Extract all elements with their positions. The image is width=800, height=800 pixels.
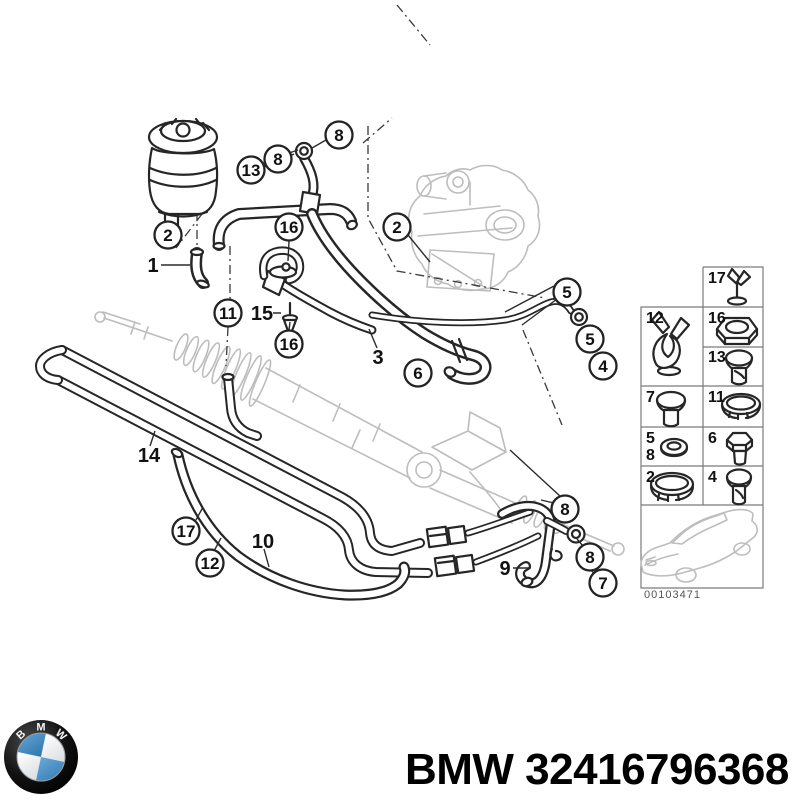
svg-text:15: 15 [251, 303, 273, 325]
reservoir-hose [189, 247, 210, 289]
legend-label-16: 16 [708, 310, 726, 327]
callout-10: 10 [252, 531, 274, 553]
callout-8: 8 [575, 542, 605, 572]
svg-text:9: 9 [499, 558, 510, 580]
svg-text:8: 8 [585, 548, 594, 567]
cooler-pipe-loop [35, 345, 433, 578]
pipe-unions [425, 508, 542, 578]
screw-icon [655, 390, 687, 428]
legend-table [640, 266, 764, 589]
callout-2: 2 [382, 212, 412, 242]
callout-16: 16 [274, 329, 304, 359]
legend-label-4: 4 [708, 469, 717, 486]
callout-5: 5 [575, 324, 605, 354]
svg-text:3: 3 [372, 347, 383, 369]
screw-long-icon [725, 468, 753, 506]
steering-rack [94, 311, 625, 556]
retaining-clip-icon [726, 267, 752, 306]
callout-8: 8 [263, 144, 293, 174]
callout-13: 13 [236, 155, 266, 185]
part-number-title: BMW 32416796368 [405, 745, 789, 794]
rack-return-pipe [497, 500, 586, 589]
callout-5: 5 [552, 277, 582, 307]
hex-bolt-icon [725, 431, 754, 466]
logo-letter-m: M [36, 722, 45, 734]
holder-clip-icon [650, 310, 691, 377]
svg-text:16: 16 [280, 218, 299, 237]
hose-clamp-large-icon [649, 471, 695, 503]
legend-label-11: 11 [708, 389, 725, 406]
return-hose [170, 447, 411, 601]
callout-14: 14 [138, 445, 161, 467]
callout-17: 17 [171, 516, 201, 546]
car-silhouette [640, 508, 758, 583]
seal-washer-icon [659, 437, 689, 458]
legend-numbers-layer: 17 12 16 13 7 11 58 6 2 4 [646, 270, 726, 486]
callout-6: 6 [403, 358, 433, 388]
power-steering-pump [407, 164, 541, 292]
callout-3: 3 [372, 347, 383, 369]
svg-text:4: 4 [598, 357, 608, 376]
legend-label-5-8: 5 [646, 430, 655, 447]
svg-text:8: 8 [273, 150, 282, 169]
callout-1: 1 [147, 255, 158, 277]
legend-label-17: 17 [708, 270, 726, 287]
legend-label-2: 2 [646, 469, 655, 486]
callout-2: 2 [153, 220, 183, 250]
hex-nut-icon [715, 316, 759, 346]
svg-text:1: 1 [147, 255, 158, 277]
svg-text:5: 5 [562, 283, 571, 302]
callout-15: 15 [251, 303, 273, 325]
reference-dash-lines [175, 4, 563, 426]
svg-text:8: 8 [560, 500, 569, 519]
banjo-bolt-icon [724, 349, 754, 386]
callout-7: 7 [588, 568, 618, 598]
bmw-roundel-logo: B M W [4, 720, 78, 794]
suction-hose [212, 203, 358, 251]
callout-9: 9 [499, 558, 510, 580]
svg-text:7: 7 [598, 574, 607, 593]
legend-label-5-8: 8 [646, 447, 655, 464]
hose-clamp-icon [720, 392, 762, 421]
callout-16: 16 [274, 212, 304, 242]
svg-text:5: 5 [585, 330, 594, 349]
svg-text:14: 14 [138, 445, 161, 467]
fluid-reservoir [147, 117, 219, 233]
svg-text:16: 16 [280, 335, 299, 354]
hose-bracket [259, 246, 305, 285]
svg-text:6: 6 [413, 364, 422, 383]
callout-8: 8 [324, 120, 354, 150]
pressure-hose [261, 141, 492, 385]
svg-text:12: 12 [201, 554, 220, 573]
svg-text:2: 2 [163, 226, 172, 245]
image-code: 00103471 [644, 589, 701, 601]
svg-text:17: 17 [177, 522, 196, 541]
svg-text:11: 11 [219, 304, 237, 323]
callout-8: 8 [550, 494, 580, 524]
callout-4: 4 [588, 351, 618, 381]
callout-11: 11 [213, 298, 243, 328]
legend-label-6: 6 [708, 430, 717, 447]
svg-text:10: 10 [252, 531, 274, 553]
legend-label-13: 13 [708, 349, 726, 366]
callout-12: 12 [195, 548, 225, 578]
legend-label-7: 7 [646, 389, 655, 406]
legend-label-12: 12 [646, 310, 664, 327]
svg-text:8: 8 [334, 126, 343, 145]
svg-text:13: 13 [242, 161, 261, 180]
svg-text:2: 2 [392, 218, 401, 237]
leader-lines [149, 139, 596, 575]
